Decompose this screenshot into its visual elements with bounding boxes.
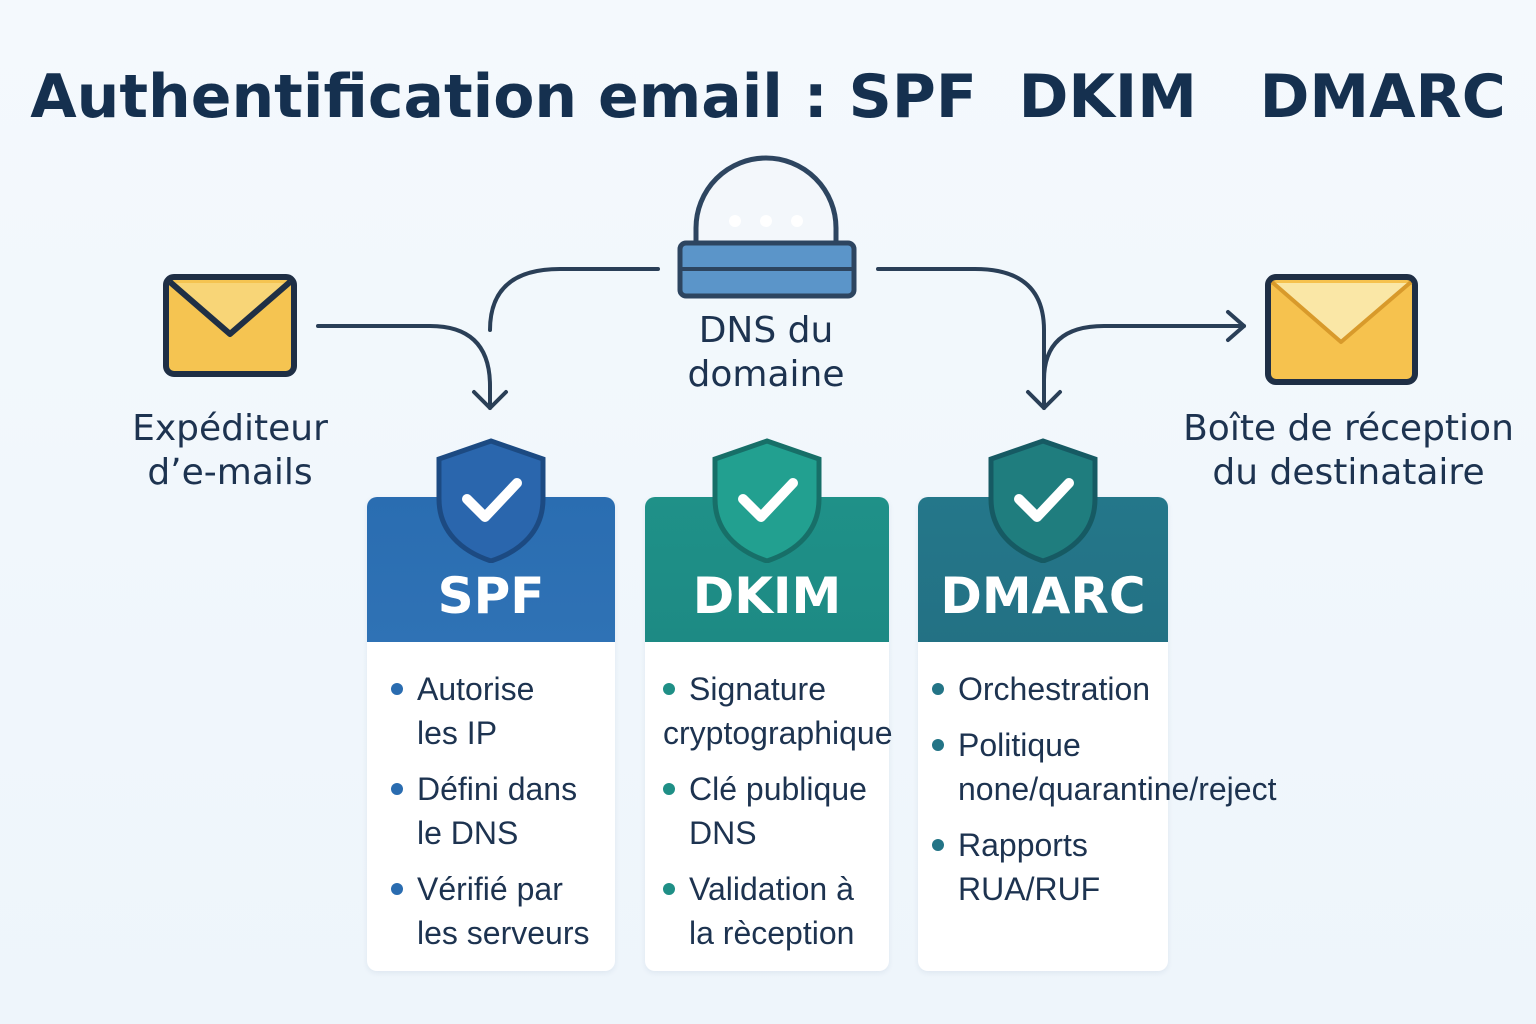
bullet-icon [932,683,944,695]
recipient-envelope-icon [1265,274,1418,385]
arrow-dns-to-spf [488,267,660,332]
dns-label: DNS du domaine [687,310,845,395]
bullet-icon [391,883,403,895]
sender-envelope-icon [163,274,297,377]
arrow-dmarc-to-recipient [1042,324,1246,382]
arrow-sender-to-spf [316,324,492,410]
page-title: Authentification email : SPF DKIM DMARC [30,62,1506,132]
dkim-card-title: DKIM [692,567,842,625]
dmarc-card-title: DMARC [940,567,1146,625]
recipient-label: Boîte de réception du destinataire [1183,408,1514,493]
shield-check-icon [712,438,822,563]
shield-check-icon [988,438,1098,563]
bullet-icon [663,783,675,795]
bullet-icon [391,783,403,795]
bullet-icon [932,739,944,751]
arrowhead-spf [472,390,508,410]
spf-card-title: SPF [437,567,545,625]
dns-server-icon [677,155,857,299]
arrowhead-recipient [1226,310,1246,342]
bullet-icon [932,839,944,851]
bullet-icon [663,883,675,895]
list-item: Orchestration [932,667,1276,711]
bullet-icon [663,683,675,695]
bullet-icon [391,683,403,695]
arrowhead-dmarc [1026,390,1062,410]
sender-label: Expéditeur d’e-mails [132,408,328,493]
arrow-dns-to-dmarc [876,267,1046,410]
shield-check-icon [436,438,546,563]
